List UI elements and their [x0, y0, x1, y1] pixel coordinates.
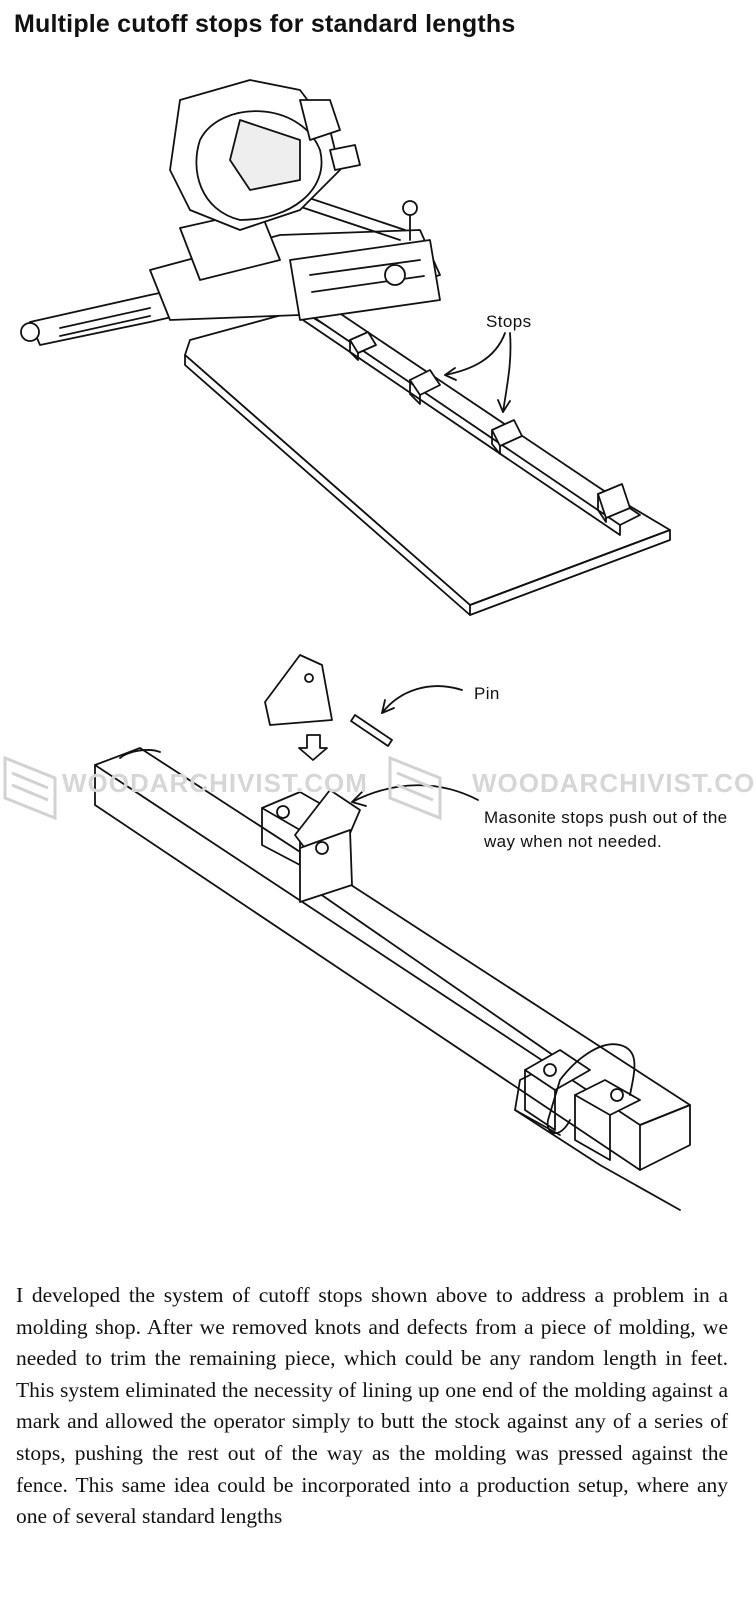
stops-label: Stops [486, 312, 532, 331]
watermark-text-right: WOODARCHIVIST.COM [472, 768, 756, 798]
watermark-logo-icon [3, 755, 57, 821]
watermark-logo-icon [388, 755, 442, 821]
pin-label: Pin [474, 684, 500, 703]
masonite-stops-label: Masonite stops push out of the way when … [484, 808, 728, 851]
stop-detail-illustration [94, 654, 691, 1211]
body-paragraph: I developed the system of cutoff stops s… [16, 1283, 728, 1529]
miter-saw-illustration [20, 79, 671, 616]
watermark-text-left: WOODARCHIVIST.COM [62, 768, 368, 798]
page-title: Multiple cutoff stops for standard lengt… [14, 10, 516, 38]
